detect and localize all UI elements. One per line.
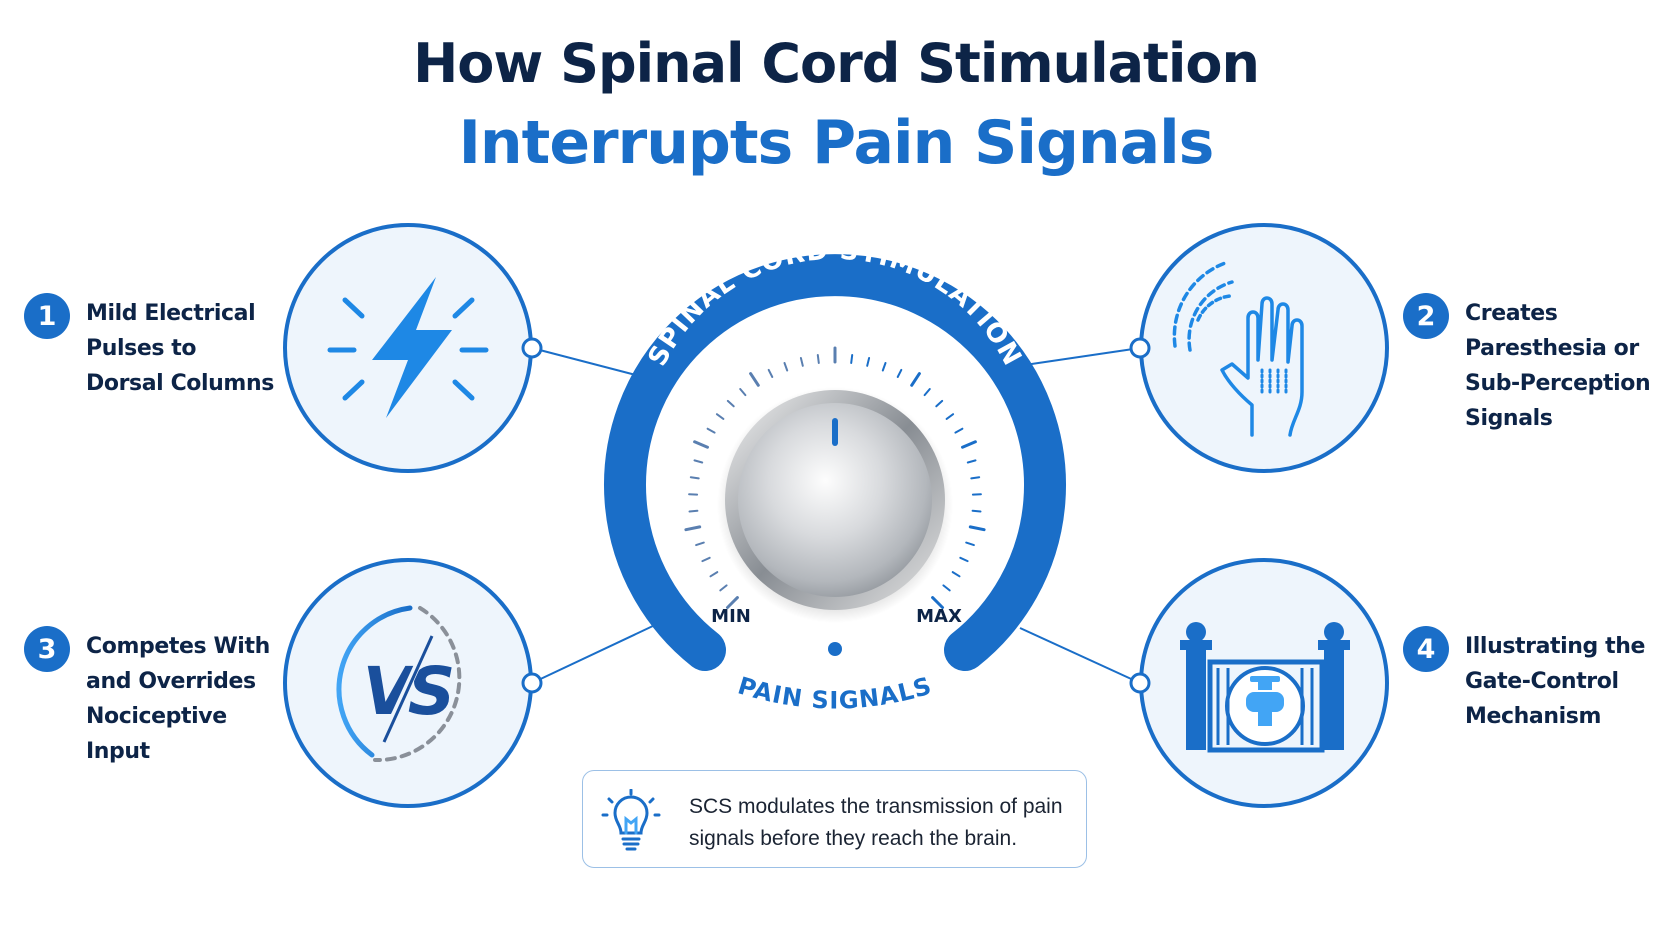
step-1-circle	[283, 223, 543, 473]
dial-tick	[970, 476, 981, 480]
dial-tick	[961, 440, 977, 449]
dial-tick	[767, 368, 774, 378]
step-2-circle	[1129, 223, 1389, 473]
step-4-text: Illustrating the Gate-Control Mechanism	[1465, 634, 1646, 729]
step-1-badge: 1	[24, 293, 70, 339]
pain-signals-text: PAIN SIGNALS	[735, 671, 936, 714]
dial-pointer	[832, 418, 838, 446]
dial-tick	[799, 357, 804, 367]
dial-tick	[942, 584, 951, 592]
dial-tick	[693, 459, 704, 464]
step-2-text: Creates Paresthesia or Sub-Perception Si…	[1465, 301, 1651, 431]
dial-tick	[684, 525, 702, 532]
connector-line-4	[1019, 627, 1141, 684]
connector-line-2	[1017, 347, 1141, 367]
vs-text: VS	[363, 653, 452, 730]
dial-tick	[726, 596, 739, 609]
dial-tick	[695, 541, 705, 547]
gate-icon	[1180, 622, 1350, 753]
dial-tick	[931, 596, 944, 609]
dial-tick	[965, 541, 975, 547]
dial-tick	[783, 362, 789, 372]
lightbulb-icon	[601, 789, 661, 851]
connector-node-3	[521, 672, 543, 694]
dial-max-label: MAX	[916, 606, 962, 627]
dial-tick	[850, 354, 854, 364]
dial-tick	[701, 556, 711, 563]
dial-indicator-dot	[828, 642, 842, 656]
title-line-2: Interrupts Pain Signals	[458, 108, 1215, 178]
summary-note-text: SCS modulates the transmission of pain s…	[689, 795, 1063, 850]
versus-icon: VS	[336, 605, 462, 763]
lightning-bolt-icon	[327, 277, 489, 418]
dial-tick	[881, 362, 887, 372]
dial-arc-band	[604, 254, 1066, 671]
title-line-1: How Spinal Cord Stimulation	[413, 32, 1260, 95]
dial-tick	[719, 584, 728, 592]
dial-knob[interactable]	[738, 403, 932, 597]
dial-tick	[954, 427, 964, 434]
step-4-circle	[1129, 558, 1389, 808]
connector-node-4	[1129, 672, 1151, 694]
step-3-circle: VS	[283, 558, 543, 808]
dial-tick	[693, 440, 709, 449]
dial-tick	[726, 399, 735, 408]
dial-tick	[706, 427, 716, 434]
dial-tick	[923, 388, 931, 397]
dial-tick	[896, 368, 903, 378]
dial-tick	[910, 372, 921, 387]
dial-tick	[951, 571, 961, 578]
pain-signals-label: PAIN SIGNALS	[735, 671, 935, 714]
step-4-badge: 4	[1403, 626, 1449, 672]
dial-min-label: MIN	[711, 606, 751, 627]
dial-tick	[968, 525, 986, 532]
connector-node-2	[1129, 337, 1151, 359]
connector-node-1	[521, 337, 543, 359]
step-2-badge: 2	[1403, 293, 1449, 339]
step-3-text: Competes With and Overrides Nociceptive …	[86, 634, 270, 764]
dial-tick	[816, 354, 820, 364]
stimulation-dial: SPINAL CORD STIMULATION MIN MAX PAIN SIG…	[604, 236, 1066, 715]
connector-line-3	[531, 624, 656, 684]
dial-tick	[866, 357, 871, 367]
hand-tingling-icon	[1172, 260, 1304, 437]
dial-tick	[709, 571, 719, 578]
dial-tick	[945, 413, 955, 420]
step-3-badge: 3	[24, 626, 70, 672]
dial-tick	[966, 459, 977, 464]
dial-tick	[688, 509, 699, 513]
dial-tick	[749, 372, 760, 387]
dial-tick	[971, 509, 982, 513]
dial-tick	[689, 476, 700, 480]
dial-ticks	[684, 346, 986, 609]
dial-tick	[739, 388, 747, 397]
dial-tick	[935, 399, 944, 408]
step-1-text: Mild Electrical Pulses to Dorsal Columns	[86, 301, 274, 396]
dial-tick	[715, 413, 725, 420]
summary-note: SCS modulates the transmission of pain s…	[582, 770, 1087, 868]
dial-tick	[959, 556, 969, 563]
